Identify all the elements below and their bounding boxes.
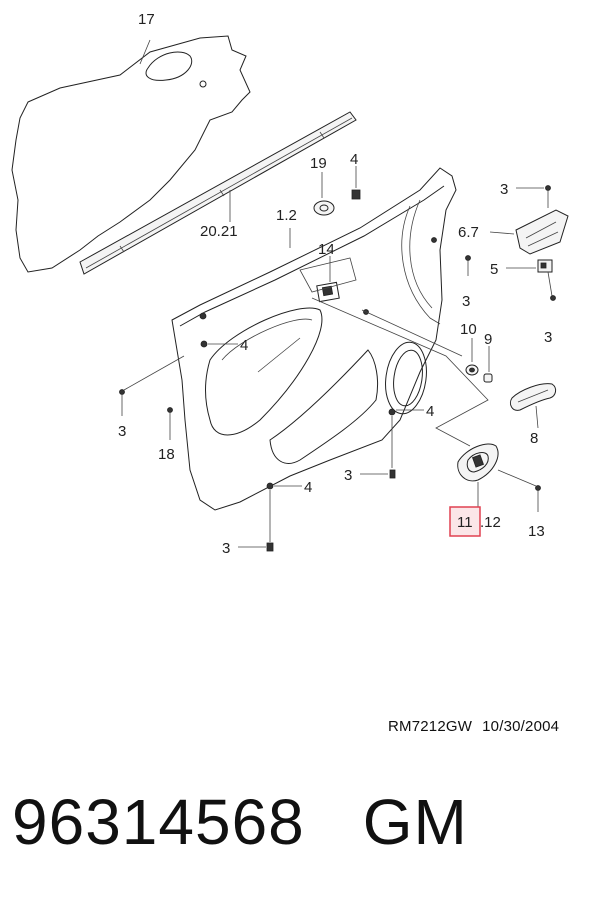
callout-6-7: 6.7: [458, 224, 479, 241]
part-number: 96314568: [12, 786, 305, 858]
part-6-7-pull-cup: [489, 185, 569, 255]
part-8-inside-handle: [509, 383, 557, 429]
part-1-2-door-trim-panel: [171, 167, 457, 511]
part-11-12-switch-bezel: [457, 443, 541, 512]
part-19-grommet: [313, 172, 335, 216]
callout-8: 8: [530, 430, 538, 447]
callout-18: 18: [158, 446, 175, 463]
callout-17: 17: [138, 11, 155, 28]
part-20-21-belt-molding: [79, 111, 357, 275]
callout-13: 13: [528, 523, 545, 540]
callout-3-bottom: 3: [222, 540, 230, 557]
callout-3-left: 3: [118, 423, 126, 440]
part-number-line: 96314568 GM: [12, 782, 526, 862]
callout-10: 10: [460, 321, 477, 338]
callout-3-top-right: 3: [500, 181, 508, 198]
callout-3-right: 3: [462, 293, 470, 310]
part-3-screw-bottom: [238, 490, 274, 552]
diagram-reference: RM7212GW 10/30/2004: [388, 718, 569, 735]
part-11-highlight: [449, 506, 481, 537]
part-3-screw-center: [360, 416, 396, 479]
part-18-clip: [167, 407, 173, 440]
ref-code: RM7212GW: [388, 718, 473, 735]
callout-14: 14: [318, 241, 335, 258]
callout-3-center: 3: [344, 467, 352, 484]
callout-4-left: 4: [240, 337, 248, 354]
part-4-clip-top: [351, 166, 361, 200]
part-5-bracket: [506, 259, 556, 301]
callout-4-top: 4: [350, 151, 358, 168]
assembly-leader-lines: [311, 297, 489, 447]
callout-5: 5: [490, 261, 498, 278]
callout-4-right: 4: [426, 403, 434, 420]
callout-9: 9: [484, 331, 492, 348]
part-17-vapor-barrier: [11, 35, 251, 273]
part-3-screw-left: [119, 355, 185, 416]
callout-19: 19: [310, 155, 327, 172]
callout-1-2: 1.2: [276, 207, 297, 224]
callout-20-21: 20.21: [200, 223, 238, 240]
callout-12: .12: [480, 514, 501, 531]
callout-11: 11: [457, 514, 473, 531]
ref-date: 10/30/2004: [482, 718, 560, 735]
callout-4-bottom: 4: [304, 479, 312, 496]
door-trim-exploded-diagram: 17 19 4 3 6.7 5 3 3 20.21 1.2 14 10 9 4 …: [11, 11, 569, 557]
part-9-bushing: [483, 346, 493, 383]
callout-3-far-right: 3: [544, 329, 552, 346]
part-3-screw-upper: [465, 255, 471, 276]
part-10-nut: [465, 338, 479, 376]
brand: GM: [362, 786, 468, 858]
